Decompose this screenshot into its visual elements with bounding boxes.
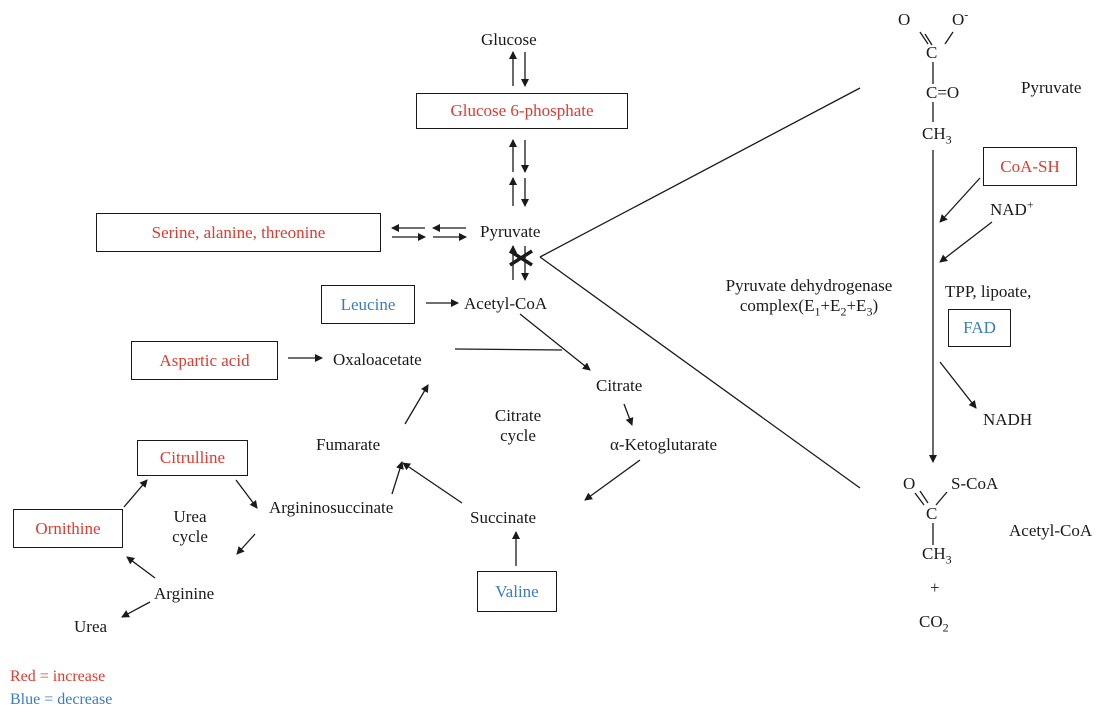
co-text: CO xyxy=(919,612,943,631)
citrulline-box: Citrulline xyxy=(137,440,248,476)
pdh-e-text: complex(E xyxy=(739,296,815,315)
acetyl-c: C xyxy=(926,504,938,523)
carboxylate-o-text: O xyxy=(952,10,965,29)
pdh-e3-text: +E xyxy=(846,296,867,315)
citrate-cycle-line2: cycle xyxy=(500,426,536,445)
co2-label: CO2 xyxy=(919,612,949,635)
acetyl-coa-structure-label: Acetyl-CoA xyxy=(1009,521,1093,540)
arginine-label: Arginine xyxy=(154,584,215,603)
pyruvate-label: Pyruvate xyxy=(480,222,541,241)
citrate-cycle-label: Citrate cycle xyxy=(485,406,551,446)
acetyl-o: O xyxy=(903,474,916,493)
carboxylate-charge: - xyxy=(964,7,969,22)
fad-box: FAD xyxy=(948,309,1011,347)
oxaloacetate-label: Oxaloacetate xyxy=(333,350,422,369)
nad-charge: + xyxy=(1026,197,1034,212)
urea-cycle-label: Urea cycle xyxy=(160,507,220,547)
pdh-e2-text: +E xyxy=(820,296,841,315)
aspartic-acid-box: Aspartic acid xyxy=(131,341,278,380)
acetyl-methyl: CH3 xyxy=(922,544,952,567)
keto-c: C=O xyxy=(926,83,959,103)
acetyl-methyl-sub: 3 xyxy=(945,552,952,567)
carboxylate-o: O- xyxy=(952,7,969,30)
s-coa-label: S-CoA xyxy=(951,474,999,493)
pdh-e3-sub: 3 xyxy=(866,304,873,319)
urea-label: Urea xyxy=(74,617,108,636)
pdh-e2-sub: 2 xyxy=(840,304,847,319)
keto-c-text: C xyxy=(926,83,938,102)
pyruvate-structure-label: Pyruvate xyxy=(1021,78,1082,97)
pdh-line1: Pyruvate dehydrogenase xyxy=(725,276,893,295)
coa-sh-box: CoA-SH xyxy=(983,147,1077,186)
serine-alanine-threonine-box: Serine, alanine, threonine xyxy=(96,213,381,252)
block-mark xyxy=(509,249,533,267)
pdh-e1-sub: 1 xyxy=(814,304,821,319)
acetyl-coa-label: Acetyl-CoA xyxy=(464,294,548,313)
carboxyl-o-left: O xyxy=(898,10,911,29)
methyl-subscript: 3 xyxy=(945,132,952,147)
argininosuccinate-label: Argininosuccinate xyxy=(269,498,394,517)
glucose-label: Glucose xyxy=(481,30,537,49)
pdh-complex-label: Pyruvate dehydrogenase complex(E1+E2+E3) xyxy=(700,276,918,319)
glucose-6-phosphate-box: Glucose 6-phosphate xyxy=(416,93,628,129)
citrate-cycle-line1: Citrate xyxy=(494,406,542,425)
pdh-line2: complex(E1+E2+E3) xyxy=(700,296,918,319)
tpp-lipoate-label: TPP, lipoate, xyxy=(945,282,1032,301)
legend-increase: Red = increase xyxy=(10,668,106,685)
legend-decrease: Blue = decrease xyxy=(10,691,113,708)
leucine-box: Leucine xyxy=(321,285,415,324)
urea-cycle-line2: cycle xyxy=(172,527,208,546)
pyruvate-methyl: CH3 xyxy=(922,124,952,147)
methyl-ch-text: CH xyxy=(922,124,946,143)
acetyl-ch-text: CH xyxy=(922,544,946,563)
co2-sub: 2 xyxy=(942,620,949,635)
ornithine-box: Ornithine xyxy=(13,509,123,548)
nadh-label: NADH xyxy=(983,410,1033,429)
nad-text: NAD xyxy=(990,200,1027,219)
alpha-ketoglutarate-label: α-Ketoglutarate xyxy=(610,435,718,454)
urea-cycle-line1: Urea xyxy=(173,507,207,526)
keto-o-text: =O xyxy=(937,83,960,102)
fumarate-label: Fumarate xyxy=(316,435,381,454)
citrate-label: Citrate xyxy=(596,376,643,395)
nad-plus-label: NAD+ xyxy=(990,197,1034,220)
pdh-close-text: ) xyxy=(872,296,879,315)
plus-sign: + xyxy=(930,578,940,597)
succinate-label: Succinate xyxy=(470,508,537,527)
carboxyl-c: C xyxy=(926,43,938,62)
valine-box: Valine xyxy=(477,571,557,612)
